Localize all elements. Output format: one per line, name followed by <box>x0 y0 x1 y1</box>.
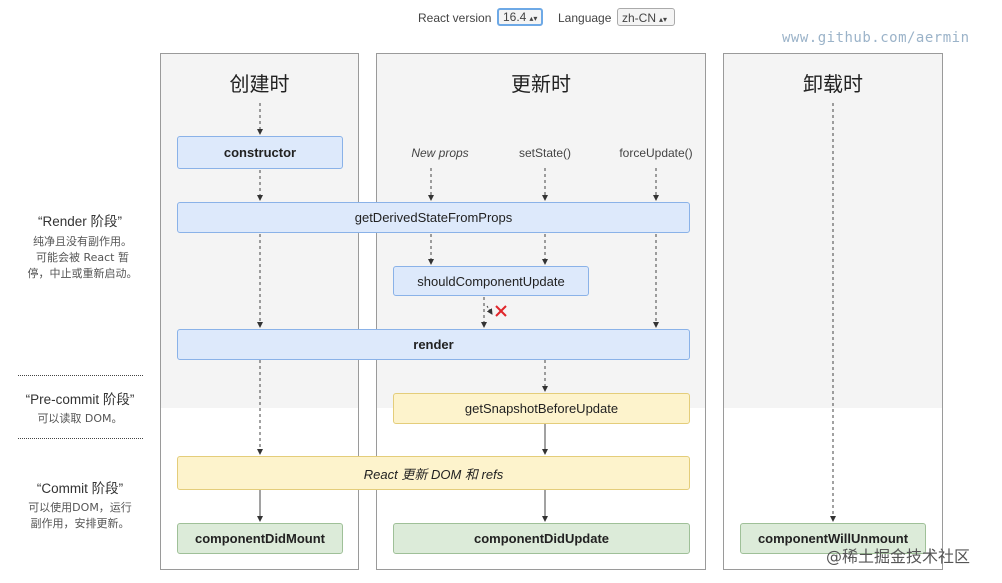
language-select[interactable]: zh-CN▴▾ <box>617 8 675 26</box>
language-value: zh-CN <box>622 11 657 25</box>
juejin-watermark: @稀土掘金技术社区 <box>826 547 971 566</box>
react-version-select[interactable]: 16.4▴▾ <box>497 8 543 26</box>
snapshot-before-update-box: getSnapshotBeforeUpdate <box>393 393 690 424</box>
component-will-unmount-box: componentWillUnmount <box>740 523 926 554</box>
commit-stage-description: 可以使用DOM，运行 副作用，安排更新。 <box>28 501 132 530</box>
stage-divider <box>18 438 143 439</box>
constructor-box: constructor <box>177 136 343 169</box>
get-derived-state-box: getDerivedStateFromProps <box>177 202 690 233</box>
stage-divider <box>18 375 143 376</box>
new-props-trigger: New props <box>411 146 469 160</box>
mount-phase-title: 创建时 <box>229 72 290 96</box>
commit-stage-title: “Commit 阶段” <box>36 481 124 496</box>
cross-icon <box>495 305 507 317</box>
update-phase-title: 更新时 <box>511 72 571 96</box>
unmount-phase-title: 卸载时 <box>803 72 863 96</box>
react-version-label: React version <box>418 11 492 25</box>
render-box: render <box>177 329 690 360</box>
cancel-branch <box>486 305 507 317</box>
component-did-update-box: componentDidUpdate <box>393 523 690 554</box>
component-did-mount-box: componentDidMount <box>177 523 343 554</box>
up-down-arrows-icon: ▴▾ <box>659 15 668 24</box>
up-down-arrows-icon: ▴▾ <box>529 14 538 23</box>
language-label: Language <box>558 11 612 25</box>
render-stage-description: 纯净且没有副作用。 可能会被 React 暂 停，中止或重新启动。 <box>27 235 138 280</box>
react-updates-dom-box: React 更新 DOM 和 refs <box>177 456 690 490</box>
github-watermark: www.github.com/aermin <box>782 30 970 46</box>
precommit-stage-description: 可以读取 DOM。 <box>37 412 123 425</box>
precommit-stage-title: “Pre-commit 阶段” <box>25 392 135 407</box>
render-stage-title: “Render 阶段” <box>37 214 123 229</box>
force-update-trigger: forceUpdate() <box>619 146 693 160</box>
set-state-trigger: setState() <box>518 146 572 160</box>
react-version-value: 16.4 <box>503 10 527 24</box>
settings-bar: React version 16.4▴▾ Language zh-CN▴▾ <box>0 8 1002 28</box>
should-component-update-box: shouldComponentUpdate <box>393 266 589 296</box>
